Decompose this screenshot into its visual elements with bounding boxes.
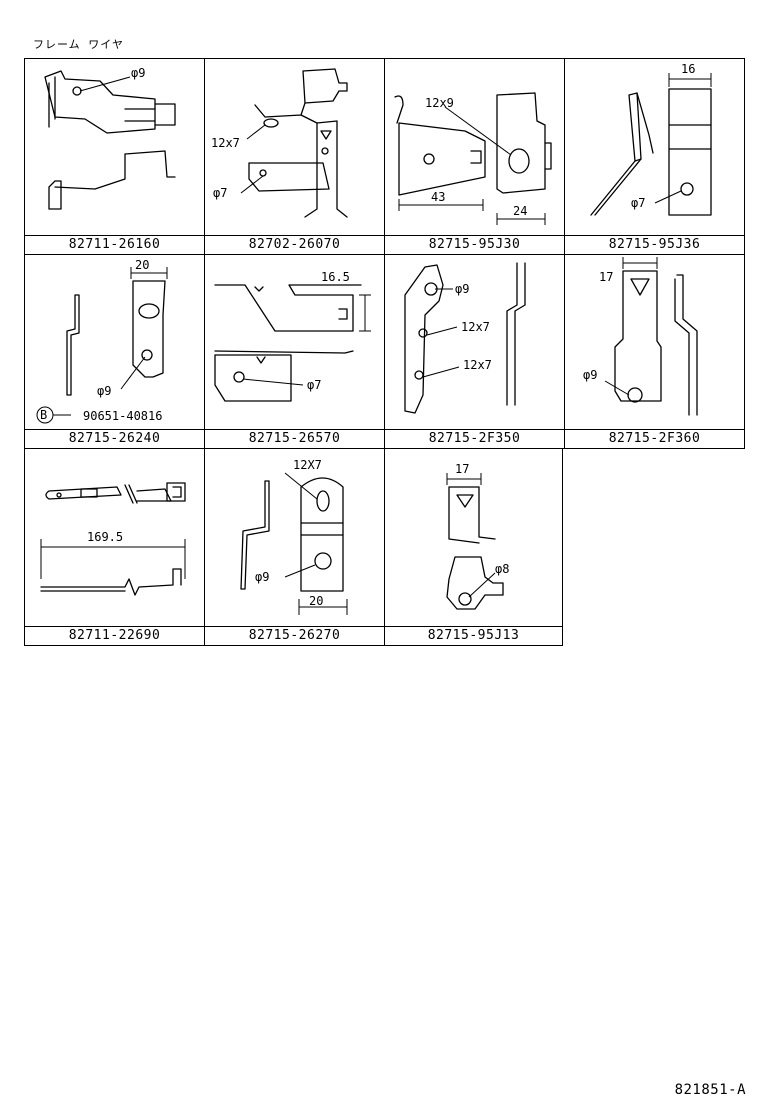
label-16: 16	[681, 62, 695, 76]
part-cell-82711-22690: 169.5 82711-22690	[24, 448, 205, 646]
label-169-5: 169.5	[87, 530, 123, 544]
label-12x9: 12x9	[425, 96, 454, 110]
part-cell-82715-95J13: 17 φ8 82715-95J13	[384, 448, 563, 646]
part-cell-82715-95J36: 16 φ7 82715-95J36	[564, 58, 745, 255]
label-20: 20	[135, 258, 149, 272]
label-phi7: φ7	[307, 378, 321, 392]
label-phi9: φ9	[583, 368, 597, 382]
part-number: 82715-95J36	[565, 235, 744, 254]
label-b: B	[40, 408, 47, 422]
part-drawing: 12x9 43 24	[394, 92, 552, 225]
label-phi9: φ9	[255, 570, 269, 584]
label-phi9: φ9	[97, 384, 111, 398]
label-17: 17	[599, 270, 613, 284]
label-12x7: 12X7	[293, 458, 322, 472]
part-drawing: φ9 12x7 12x7	[404, 262, 526, 414]
label-24: 24	[513, 204, 527, 218]
label-phi7: φ7	[213, 186, 227, 200]
label-12x7-a: 12x7	[461, 320, 490, 334]
part-cell-82715-2F360: 17 φ9 82715-2F360	[564, 254, 745, 449]
label-phi7: φ7	[631, 196, 645, 210]
diagram-code: 821851-A	[674, 1082, 746, 1098]
label-12x7: 12x7	[211, 136, 240, 150]
part-drawing: 17 φ8	[446, 462, 509, 610]
part-cell-82702-26070: 12x7 φ7 82702-26070	[204, 58, 385, 255]
part-number: 82715-95J30	[385, 235, 564, 254]
part-number: 82715-26240	[25, 429, 204, 448]
part-drawing: 12X7 φ9 20	[240, 458, 348, 615]
part-drawing: 20 φ9 B 90651-40816	[36, 258, 168, 424]
part-drawing: 17 φ9	[583, 257, 698, 416]
part-cell-82715-26570: 16.5 φ7 82715-26570	[204, 254, 385, 449]
label-bolt-part: 90651-40816	[83, 409, 162, 423]
label-16-5: 16.5	[321, 270, 350, 284]
part-drawing: φ9	[44, 66, 176, 210]
label-43: 43	[431, 190, 445, 204]
part-number: 82715-26270	[205, 626, 384, 645]
part-cell-82715-95J30: 12x9 43 24 82715-95J30	[384, 58, 565, 255]
part-drawing: 169.5	[40, 482, 186, 596]
diagram-title: フレーム ワイヤ	[33, 38, 124, 51]
part-number: 82702-26070	[205, 235, 384, 254]
part-number: 82715-26570	[205, 429, 384, 448]
label-17: 17	[455, 462, 469, 476]
part-drawing: 16 φ7	[590, 62, 712, 216]
part-cell-82715-2F350: φ9 12x7 12x7 82715-2F350	[384, 254, 565, 449]
label-phi8: φ8	[495, 562, 509, 576]
part-cell-82715-26240: 20 φ9 B 90651-40816 82715-26240	[24, 254, 205, 449]
part-cell-82711-26160: φ9 82711-26160	[24, 58, 205, 255]
part-drawing: 12x7 φ7	[211, 68, 348, 218]
label-phi9: φ9	[131, 66, 145, 80]
label-20: 20	[309, 594, 323, 608]
part-number: 82715-95J13	[385, 626, 562, 645]
part-drawing: 16.5 φ7	[214, 270, 371, 402]
part-cell-82715-26270: 12X7 φ9 20 82715-26270	[204, 448, 385, 646]
part-number: 82711-26160	[25, 235, 204, 254]
label-phi9: φ9	[455, 282, 469, 296]
part-number: 82715-2F360	[565, 429, 744, 448]
part-number: 82711-22690	[25, 626, 204, 645]
part-number: 82715-2F350	[385, 429, 564, 448]
label-12x7-b: 12x7	[463, 358, 492, 372]
